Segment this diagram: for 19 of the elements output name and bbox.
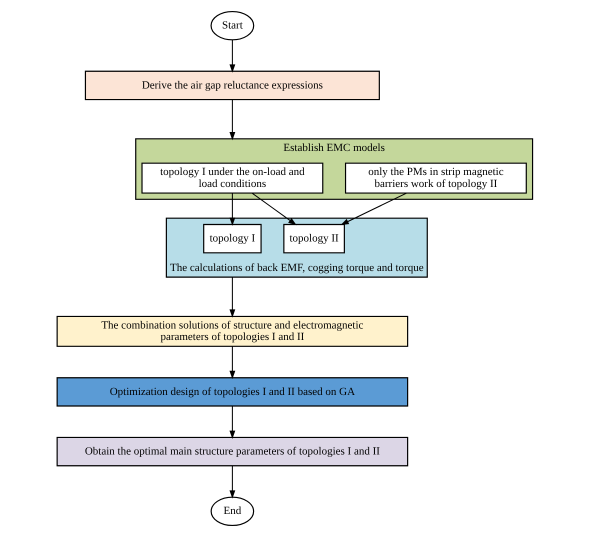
node-ellipse: End xyxy=(210,496,254,526)
arrow xyxy=(228,40,235,73)
node-box: Obtain the optimal main structure parameters of topologies I and II xyxy=(56,436,408,466)
node-box: topology I under the on-load and load conditions xyxy=(140,162,323,194)
node-box: topology I xyxy=(202,224,262,254)
node-box: Derive the air gap reluctance expressions xyxy=(84,70,380,100)
arrow xyxy=(228,277,235,318)
node-box: Optimization design of topologies I and II based on GA xyxy=(56,377,408,407)
arrow xyxy=(228,193,235,226)
arrow xyxy=(251,192,296,226)
arrow xyxy=(340,192,406,226)
node-box: only the PMs in strip magnetic barriers work of topology II xyxy=(344,162,526,194)
arrow xyxy=(228,406,235,439)
node-box: The combination solutions of structure and electromagnetic parameters of topologies I and II xyxy=(56,316,408,347)
node-box: topology II xyxy=(282,224,344,254)
node-ellipse: Start xyxy=(210,10,254,40)
arrow xyxy=(228,466,235,499)
arrow xyxy=(228,346,235,380)
arrow xyxy=(228,100,235,140)
